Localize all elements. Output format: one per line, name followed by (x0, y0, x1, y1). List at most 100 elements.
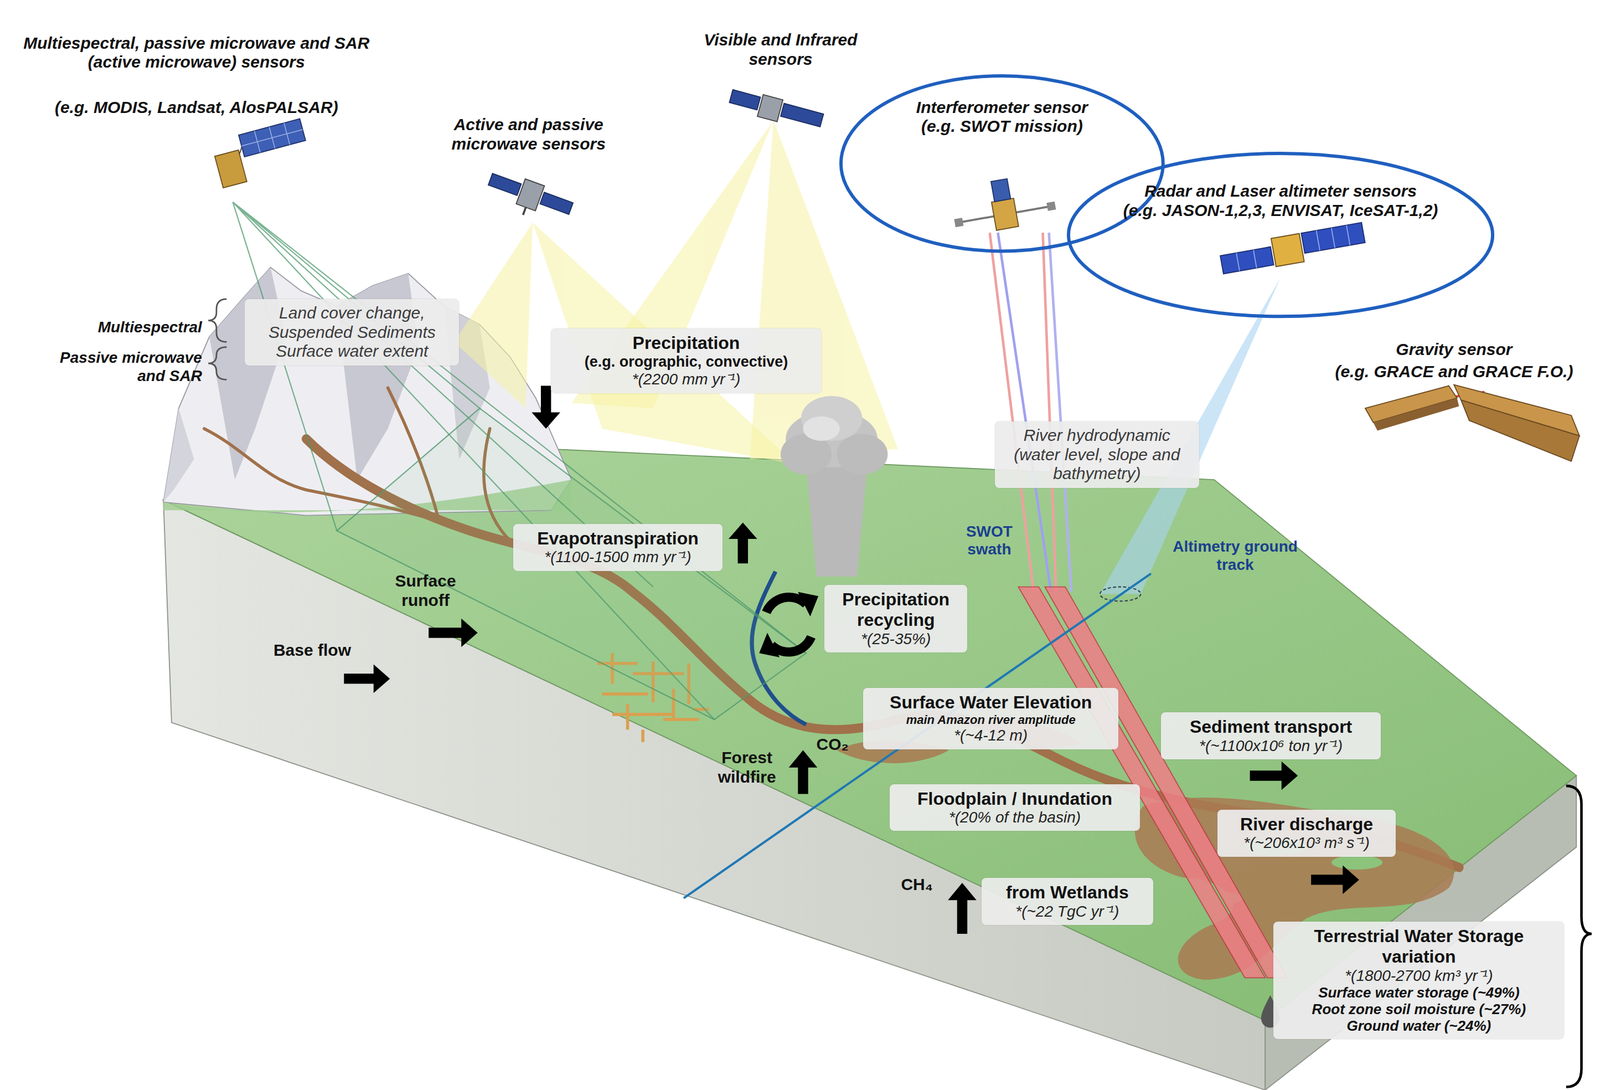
recycling-symbol (766, 596, 807, 612)
flux-arrows (947, 882, 977, 934)
annotation-label: Gravity sensor (1316, 339, 1593, 360)
swot-satellite (991, 198, 1019, 231)
box-text: Radar and Laser altimeter sensors (1066, 181, 1495, 201)
annotation-label: Visible and Infrared sensors (693, 30, 867, 69)
box-text: *(~1100x10⁶ ton yr⁻¹) (1167, 736, 1374, 755)
box-text: *(~22 TgC yr⁻¹) (988, 902, 1147, 921)
flux-arrows (428, 618, 478, 648)
box-text: Surface Water Elevation (869, 692, 1112, 713)
box-text: *(1100-1500 mm yr⁻¹) (519, 548, 716, 566)
annotation-label: (e.g. MODIS, Landsat, AlosPALSAR) (15, 97, 378, 118)
microwave-satellite (482, 167, 576, 230)
infrared-satellite (780, 103, 824, 127)
annotation-label: CO₂ (816, 734, 863, 755)
estuary-islands (1331, 854, 1383, 870)
recycling-symbol (759, 591, 819, 658)
annotation-label: (e.g. GRACE and GRACE F.O.) (1316, 362, 1593, 382)
box-text: Surface water extent (251, 341, 453, 361)
microwave-satellite (523, 207, 526, 215)
swot-satellite (953, 217, 964, 227)
multispectral-beam (232, 202, 807, 720)
infrared-satellite (757, 94, 783, 122)
annotation-label: Multiespectral (50, 318, 203, 337)
left-brace (208, 298, 227, 380)
microwave-satellite (488, 173, 522, 196)
mountains (163, 408, 194, 503)
annotation-label: Forest wildfire (702, 747, 792, 787)
box-text: Interferometer sensor (838, 97, 1166, 118)
flux-arrows (343, 664, 390, 694)
annotation-label: Base flow (273, 640, 396, 660)
left-brace (208, 347, 227, 380)
multispectral-satellite (238, 118, 306, 157)
multispectral-satellite (214, 150, 247, 188)
convective-cloud (803, 416, 840, 441)
label-box: Precipitation recycling*(25-35%) (824, 584, 968, 653)
altimetry-ground-track (683, 573, 1152, 898)
label-box: from Wetlands*(~22 TgC yr⁻¹) (981, 877, 1154, 925)
microwave-satellite (540, 192, 574, 215)
box-text: Land cover change, Suspended Sediments (251, 303, 453, 342)
box-text: River discharge (1224, 813, 1390, 835)
swot-satellite (991, 178, 1011, 202)
box-text: Root zone soil moisture (~27%) (1280, 1000, 1558, 1018)
convective-cloud (836, 433, 888, 475)
multispectral-beam (232, 202, 807, 720)
annotation-label: SWOT swath (951, 522, 1028, 559)
convective-cloud (806, 463, 868, 577)
box-text: *(~4-12 m) (869, 726, 1112, 745)
box-text: *(1800-2700 km³ yr⁻¹) (1280, 966, 1558, 985)
flux-arrows (1311, 865, 1360, 895)
swot-beams (1049, 232, 1072, 592)
ellipse-outline (1068, 153, 1493, 317)
box-text: (e.g. orographic, convective) (557, 353, 815, 371)
label-box: Surface Water Elevationmain Amazon river… (863, 687, 1119, 749)
box-text: Precipitation recycling (831, 589, 961, 631)
label-box: Evapotranspiration*(1100-1500 mm yr⁻¹) (513, 523, 723, 571)
recycling-symbol (797, 591, 819, 617)
label-box: River discharge*(~206x10³ m³ s⁻¹) (1217, 809, 1397, 857)
box-text: *(~206x10³ m³ s⁻¹) (1224, 833, 1390, 852)
box-text: (e.g. JASON-1,2,3, ENVISAT, IceSAT-1,2) (1066, 200, 1495, 221)
infrared-satellite (729, 89, 761, 110)
microwave-beam (453, 222, 533, 409)
infrared-beam (750, 120, 898, 459)
annotation-label: Passive microwave and SAR (38, 348, 203, 385)
ellipse-outline (1066, 151, 1495, 319)
annotation-label: Active and passive microwave sensors (426, 115, 631, 154)
label-box: Land cover change, Suspended SedimentsSu… (244, 298, 459, 366)
altimeter-satellite (1235, 225, 1352, 272)
label-box: Terrestrial Water Storage variation*(180… (1273, 921, 1565, 1039)
flux-arrows (788, 749, 818, 794)
highlight-ellipse: Radar and Laser altimeter sensors(e.g. J… (1066, 151, 1495, 319)
flux-arrows (728, 522, 758, 564)
swot-beams (1043, 232, 1057, 592)
annotation-label: Altimetry ground track (1171, 537, 1299, 574)
right-brace (1566, 785, 1592, 1087)
flux-arrows (1250, 761, 1299, 791)
grace-satellites (1365, 384, 1580, 462)
box-text: *(2200 mm yr⁻¹) (557, 370, 815, 389)
box-text: Precipitation (557, 332, 815, 354)
infrared-satellite (728, 86, 825, 133)
box-text: Ground water (~24%) (1280, 1017, 1558, 1035)
box-text: Terrestrial Water Storage variation (1280, 925, 1558, 967)
left-brace (208, 298, 227, 342)
label-box: Sediment transport*(~1100x10⁶ ton yr⁻¹) (1160, 711, 1381, 760)
altimeter-satellite (1220, 246, 1274, 275)
box-text: Floodplain / Inundation (896, 788, 1134, 809)
multispectral-satellite (210, 118, 312, 188)
box-text: River hydrodynamic (water level, slope a… (1001, 425, 1193, 484)
recycling-symbol (771, 636, 812, 652)
swot-satellite (1046, 201, 1056, 211)
swot-satellite (948, 171, 1058, 237)
recycling-symbol (759, 632, 780, 657)
infrared-beam (571, 120, 898, 459)
label-box: Floodplain / Inundation*(20% of the basi… (889, 783, 1140, 832)
altimeter-satellite (1271, 233, 1305, 267)
convective-cloud (801, 395, 863, 441)
label-box: Precipitation(e.g. orographic, convectiv… (550, 328, 822, 393)
box-text: *(20% of the basin) (896, 808, 1134, 827)
altimeter-satellite (1219, 222, 1367, 276)
box-text: Sediment transport (1167, 716, 1374, 737)
